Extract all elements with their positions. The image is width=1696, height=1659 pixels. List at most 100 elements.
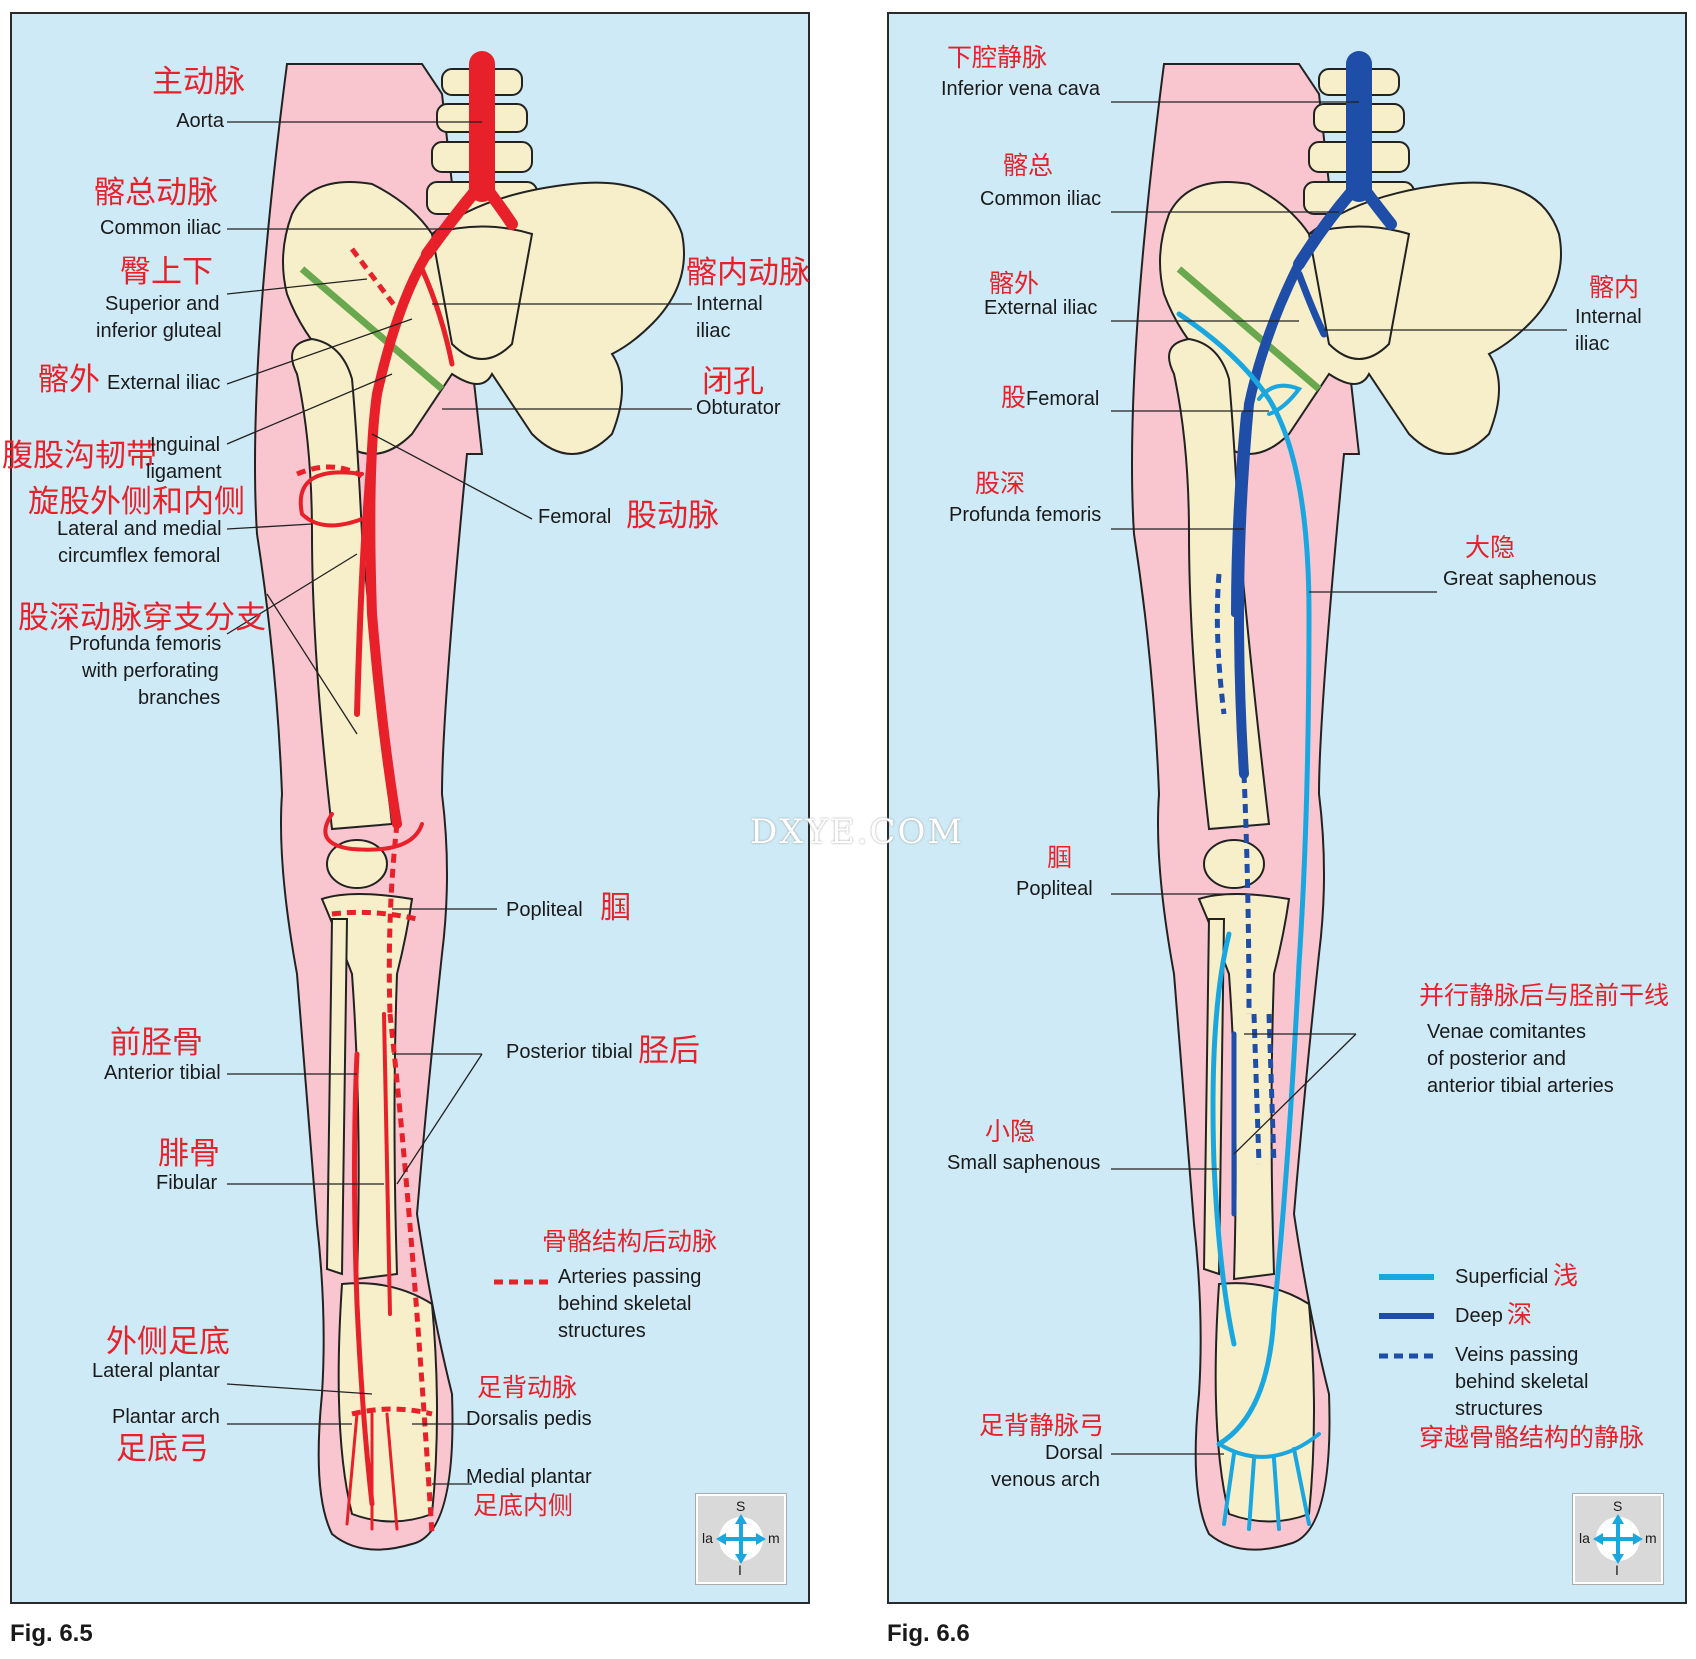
femoral-label-zh: 股动脉 bbox=[626, 498, 719, 533]
common-iliac-label: Common iliac bbox=[980, 188, 1102, 210]
dorsal-arch-path bbox=[1217, 1432, 1321, 1531]
gluteal-dashed bbox=[350, 247, 400, 311]
internal-iliac-vein bbox=[1295, 270, 1328, 338]
circumflex-label-1: Lateral and medial bbox=[57, 518, 222, 540]
internal-iliac-path bbox=[419, 266, 455, 367]
sacrum bbox=[1307, 225, 1411, 360]
orientation-compass: S I la m bbox=[1573, 1494, 1663, 1584]
artery-dashed-paths bbox=[296, 247, 435, 1535]
dorsal-arch-label-1: Dorsal bbox=[1045, 1442, 1103, 1464]
popliteal-label-zh: 腘 bbox=[1047, 844, 1073, 872]
inguinal-ligament bbox=[299, 266, 445, 392]
femoral-label: Femoral bbox=[1026, 388, 1100, 410]
great-saphenous-label: Great saphenous bbox=[1443, 568, 1597, 590]
gluteal-label-1: Superior and bbox=[105, 293, 220, 315]
arterial-illustration bbox=[226, 51, 692, 1551]
femoral-superficial-loop bbox=[1257, 383, 1303, 416]
external-iliac-path bbox=[365, 249, 432, 829]
plantar-arch-label: Plantar arch bbox=[112, 1406, 220, 1428]
inguinal-ligament bbox=[1176, 266, 1322, 392]
venae-label-3: anterior tibial arteries bbox=[1427, 1075, 1614, 1097]
fibular-label: Fibular bbox=[156, 1172, 218, 1194]
ivc-label-zh: 下腔静脉 bbox=[947, 44, 1048, 72]
popliteal-dashed bbox=[1241, 773, 1252, 1015]
inguinal-label-zh: 腹股沟韧带 bbox=[2, 438, 157, 473]
medial-plantar-label-zh: 足底内侧 bbox=[473, 1492, 574, 1520]
tibia bbox=[1197, 893, 1291, 1281]
legend-deep-label: Deep bbox=[1455, 1305, 1503, 1327]
legend-superficial-label: Superficial bbox=[1455, 1266, 1549, 1288]
venae-label-zh: 并行静脉后与胫前干线 bbox=[1419, 982, 1670, 1010]
lateral-plantar-label: Lateral plantar bbox=[92, 1360, 220, 1382]
circumflex-label-2: circumflex femoral bbox=[58, 545, 221, 567]
dorsal-arch-label-2: venous arch bbox=[991, 1469, 1100, 1491]
aorta-label-zh: 主动脉 bbox=[152, 64, 245, 99]
compass-i: I bbox=[1615, 1562, 1619, 1578]
compass-s: S bbox=[1613, 1498, 1623, 1514]
profunda-path bbox=[354, 431, 375, 717]
plantar-arch-label-zh: 足底弓 bbox=[116, 1431, 209, 1466]
fibular-path bbox=[382, 1012, 392, 1316]
compass-i: I bbox=[738, 1562, 742, 1578]
common-iliac-right bbox=[481, 183, 518, 230]
circumflex-loop bbox=[298, 470, 364, 528]
circumflex-label-zh: 旋股外侧和内侧 bbox=[28, 484, 245, 519]
circumflex-dashed bbox=[296, 464, 364, 479]
compass-m: m bbox=[1645, 1530, 1657, 1546]
venae-comitantes-dashed-2 bbox=[1266, 1013, 1277, 1165]
external-iliac-label: External iliac bbox=[984, 297, 1098, 319]
legend-title-zh: 骨骼结构后动脉 bbox=[542, 1228, 718, 1256]
profunda-label-zh: 股深动脉穿支分支 bbox=[18, 600, 266, 635]
compass-la: la bbox=[702, 1530, 713, 1546]
obturator-label-zh: 闭孔 bbox=[702, 364, 764, 399]
arteries-panel: 主动脉 Aorta 髂总动脉 Common iliac 臀上下 Superior… bbox=[2, 12, 810, 1604]
knee-dashed bbox=[331, 909, 418, 922]
compass-s: S bbox=[736, 1498, 746, 1514]
dorsalis-pedis-label-zh: 足背动脉 bbox=[477, 1374, 578, 1402]
medial-plantar-label: Medial plantar bbox=[466, 1466, 592, 1488]
inguinal-label-2: ligament bbox=[146, 461, 222, 483]
venae-label-1: Venae comitantes bbox=[1427, 1021, 1586, 1043]
external-iliac-label-zh: 髂外 bbox=[38, 362, 100, 397]
femoral-label: Femoral bbox=[538, 506, 612, 528]
internal-iliac-label-zh: 髂内动脉 bbox=[686, 255, 810, 290]
popliteal-dashed bbox=[386, 823, 400, 1015]
internal-iliac-label-1: Internal bbox=[1575, 306, 1642, 328]
lateral-plantar-label-zh: 外侧足底 bbox=[106, 1324, 230, 1359]
legend-passing-3: structures bbox=[1455, 1398, 1543, 1420]
great-saphenous-label-zh: 大隐 bbox=[1465, 534, 1516, 562]
profunda-label-3: branches bbox=[138, 687, 221, 709]
anterior-tibial-label-zh: 前胫骨 bbox=[110, 1025, 203, 1060]
legend-deep-zh: 深 bbox=[1507, 1301, 1533, 1329]
femoral-vein bbox=[1233, 259, 1304, 779]
profunda-dashed bbox=[1214, 573, 1227, 715]
popliteal-label: Popliteal bbox=[1016, 878, 1093, 900]
common-iliac-label: Common iliac bbox=[100, 217, 222, 239]
posterior-tibial-dashed bbox=[387, 1013, 435, 1535]
small-saphenous-label: Small saphenous bbox=[947, 1152, 1101, 1174]
popliteal-label-zh: 腘 bbox=[600, 890, 631, 925]
gluteal-label-zh: 臀上下 bbox=[120, 254, 213, 289]
deep-vein-paths bbox=[1231, 51, 1397, 1217]
compass-la: la bbox=[1579, 1530, 1590, 1546]
internal-iliac-label-zh: 髂内 bbox=[1589, 274, 1640, 302]
internal-iliac-label-2: iliac bbox=[1575, 333, 1610, 355]
common-iliac-left bbox=[421, 183, 483, 260]
external-iliac-label: External iliac bbox=[107, 372, 221, 394]
internal-iliac-label-2: iliac bbox=[696, 320, 731, 342]
leader-lines bbox=[1111, 101, 1567, 1455]
profunda-label: Profunda femoris bbox=[949, 504, 1102, 526]
legend-passing-2: behind skeletal bbox=[1455, 1371, 1589, 1393]
plantar-arch-dashed bbox=[351, 1406, 433, 1417]
internal-iliac-label-1: Internal bbox=[696, 293, 763, 315]
venae-comitantes-dashed-1 bbox=[1251, 1013, 1262, 1165]
dorsalis-pedis-label: Dorsalis pedis bbox=[466, 1408, 592, 1430]
anterior-tibial-path bbox=[352, 1051, 375, 1507]
femoral-label-zh: 股 bbox=[1001, 384, 1027, 412]
common-iliac-label-zh: 髂总动脉 bbox=[94, 175, 218, 210]
fibular-label-zh: 腓骨 bbox=[158, 1136, 220, 1171]
legend-passing-1: Veins passing bbox=[1455, 1344, 1579, 1366]
veins-dashed-paths bbox=[1214, 573, 1277, 1165]
fibula bbox=[325, 918, 349, 1276]
figure-caption-b: Fig. 6.6 bbox=[887, 1620, 970, 1647]
